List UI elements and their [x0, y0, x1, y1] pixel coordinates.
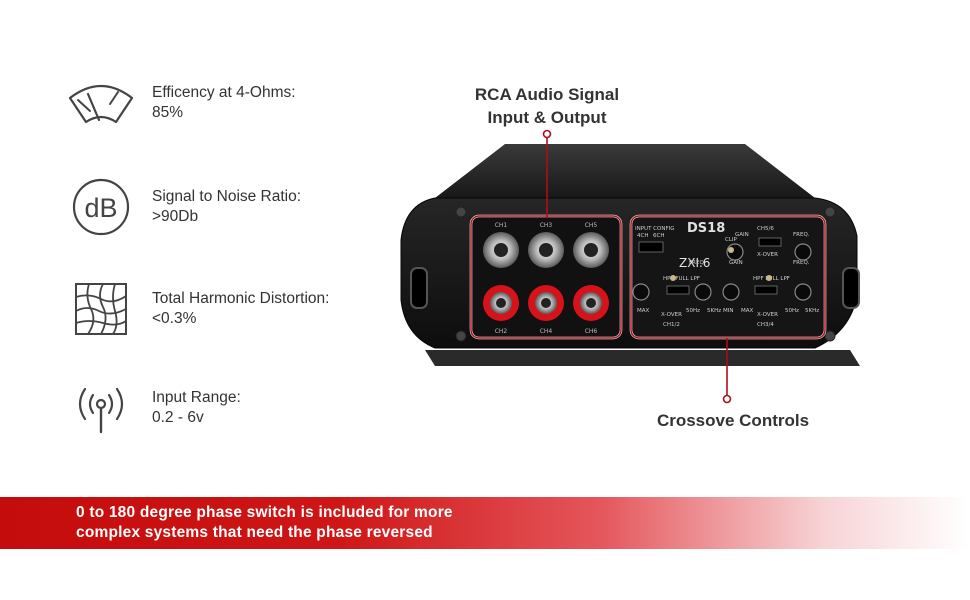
rca-label: CH2 [495, 328, 508, 335]
gain-knob-ch12 [632, 283, 650, 301]
distortion-grid-icon [66, 278, 136, 340]
banner-line1: 0 to 180 degree phase switch is included… [76, 504, 453, 521]
rca-callout-line2: Input & Output [487, 108, 607, 127]
max-label: MAX [741, 308, 754, 314]
spec-efficiency: Efficency at 4-Ohms: 85% [66, 72, 296, 134]
rca-label: CH3 [540, 222, 553, 229]
rca-jack-ch3 [528, 232, 564, 268]
xover-label: X-OVER [661, 312, 682, 318]
crossover-callout-dot [722, 394, 732, 404]
signal-antenna-icon [66, 377, 136, 439]
gain-knob-ch34 [722, 283, 740, 301]
ch56-label: CH5/6 [757, 226, 774, 232]
rca-label: CH1 [495, 222, 508, 229]
mode-4ch-label: 4CH [637, 233, 648, 239]
feature-banner: 0 to 180 degree phase switch is included… [0, 497, 970, 549]
rca-jack-ch6 [573, 285, 609, 321]
spec-label: Signal to Noise Ratio: [152, 188, 302, 205]
ch34-label: CH3/4 [757, 322, 774, 328]
mode-6ch-label: 6CH [653, 233, 664, 239]
spec-value: 0.2 - 6v [152, 409, 204, 426]
rca-jack-ch2 [483, 285, 519, 321]
spec-value: <0.3% [152, 310, 197, 327]
spec-label: Input Range: [152, 389, 241, 406]
gain-label: GAIN [729, 260, 743, 266]
freq-label: FREQ. [793, 232, 810, 238]
freq-label: FREQ. [689, 260, 706, 266]
crossover-callout-title: Crossove Controls [656, 411, 810, 430]
spec-label: Efficency at 4-Ohms: [152, 84, 296, 101]
hz50-label: 50Hz [785, 308, 799, 314]
freq-knob-ch12 [694, 283, 712, 301]
input-config-label: INPUT CONFIG [635, 226, 675, 232]
gain-label: GAIN [735, 232, 749, 238]
spec-value: >90Db [152, 208, 199, 225]
decibel-icon: dB [66, 176, 136, 238]
hz50-label: 50Hz [686, 308, 700, 314]
rca-callout-title: RCA Audio Signal Input & Output [452, 83, 642, 129]
freq-knob-ch34 [794, 283, 812, 301]
decibel-icon-text: dB [84, 193, 117, 223]
rca-jack-ch1 [483, 232, 519, 268]
spec-thd: Total Harmonic Distortion: <0.3% [66, 278, 329, 340]
max-label: MAX [637, 308, 650, 314]
xover-label: X-OVER [757, 252, 778, 258]
rca-callout-dot [542, 129, 552, 139]
freq-label: FREQ. [793, 260, 810, 266]
spec-input-range: Input Range: 0.2 - 6v [66, 377, 241, 439]
freq-knob-ch56 [794, 243, 812, 261]
hpf-full-lpf-label: HPF FULL LPF [663, 276, 700, 282]
rca-jack-ch5 [573, 232, 609, 268]
spec-snr: dB Signal to Noise Ratio: >90Db [66, 176, 301, 238]
banner-line2: complex systems that need the phase reve… [76, 524, 433, 541]
brand-logo: DS18 [687, 221, 725, 236]
khz5-label: 5KHz [707, 308, 721, 314]
spec-label: Total Harmonic Distortion: [152, 290, 330, 307]
spec-value: 85% [152, 104, 184, 121]
model-label: ZXI.6 [679, 256, 710, 270]
efficiency-gauge-icon [66, 72, 136, 134]
clip-label: CLIP [725, 237, 738, 243]
min-label: MIN [723, 308, 733, 314]
khz5-label: 5KHz [805, 308, 819, 314]
rca-label: CH4 [540, 328, 553, 335]
rca-callout-line1: RCA Audio Signal [474, 85, 620, 104]
rca-label: CH5 [585, 222, 598, 229]
amplifier-image: CH1 CH3 CH5 CH2 CH4 CH6 INPUT CONFIG 4CH… [400, 144, 860, 366]
rca-jack-ch4 [528, 285, 564, 321]
ch12-label: CH1/2 [663, 322, 680, 328]
xover-label: X-OVER [757, 312, 778, 318]
rca-label: CH6 [585, 328, 598, 335]
